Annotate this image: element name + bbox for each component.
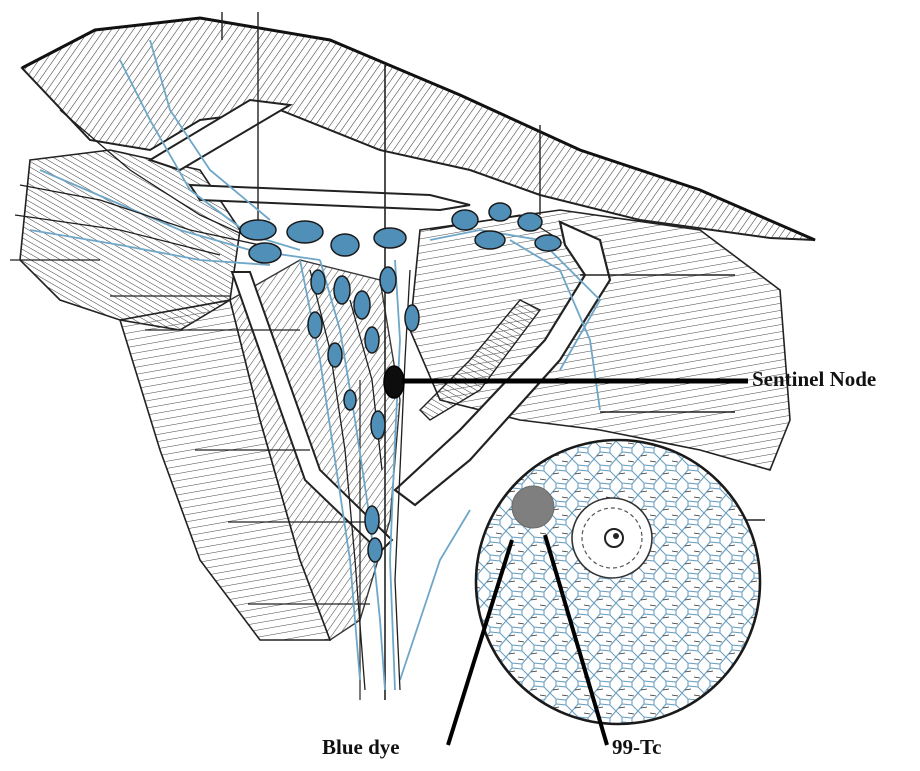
breast <box>470 435 770 735</box>
injection-site-marker <box>512 486 554 528</box>
sentinel-node <box>384 366 404 398</box>
tc-label: 99-Tc <box>612 735 661 760</box>
sentinel-node-label: Sentinel Node <box>752 367 876 392</box>
upper-arm <box>20 150 240 330</box>
blue-dye-label: Blue dye <box>322 735 400 760</box>
